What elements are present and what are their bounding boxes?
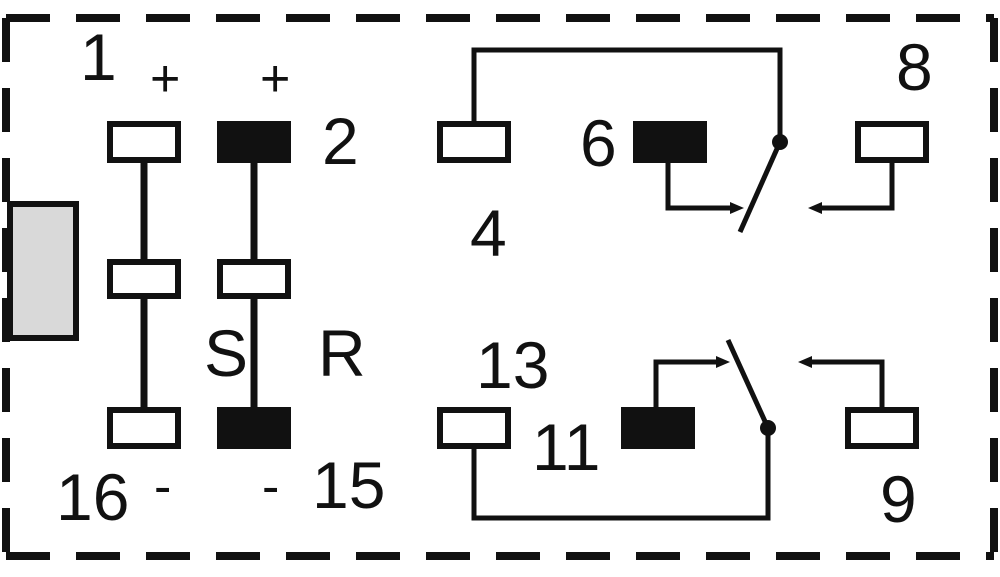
upper-switch-blade bbox=[737, 140, 783, 234]
lower-pivot-dot bbox=[760, 420, 776, 436]
plus-right-label: + bbox=[260, 50, 290, 108]
pin-15-pad bbox=[217, 407, 291, 449]
pin-1-pad bbox=[107, 121, 181, 163]
pin-9-label: 9 bbox=[880, 462, 917, 536]
upper-nc-wire bbox=[665, 160, 735, 211]
pin-1-label: 1 bbox=[80, 20, 117, 94]
upper-no-wire bbox=[815, 160, 895, 211]
pin-8-pad bbox=[855, 121, 929, 163]
plus-left-label: + bbox=[150, 50, 180, 108]
pin-6-pad bbox=[633, 121, 707, 163]
pin-4-pad bbox=[437, 121, 511, 163]
pin-11-label: 11 bbox=[532, 410, 601, 484]
coil-set-mid-pad bbox=[107, 259, 181, 299]
upper-pivot-dot bbox=[772, 134, 788, 150]
lower-switch bbox=[471, 338, 885, 521]
pin-9-pad bbox=[845, 407, 919, 449]
pin-13-pad bbox=[437, 407, 511, 449]
lower-nc-arrow bbox=[716, 356, 730, 368]
upper-no-arrow bbox=[808, 202, 822, 214]
upper-nc-arrow bbox=[730, 202, 744, 214]
pin-2-label: 2 bbox=[322, 104, 359, 178]
body-block bbox=[7, 201, 79, 341]
pin-13-label: 13 bbox=[476, 328, 549, 402]
minus-right-label: - bbox=[262, 458, 279, 516]
lower-switch-blade bbox=[725, 338, 771, 430]
pin-6-label: 6 bbox=[580, 106, 617, 180]
lower-no-arrow bbox=[798, 356, 812, 368]
package-outline bbox=[2, 14, 998, 560]
pin-8-label: 8 bbox=[896, 30, 933, 104]
lower-common-wire bbox=[471, 428, 771, 521]
pin-2-pad bbox=[217, 121, 291, 163]
pin-15-label: 15 bbox=[312, 448, 385, 522]
minus-left-label: - bbox=[154, 458, 171, 516]
reset-label: R bbox=[318, 316, 366, 390]
pin-4-label: 4 bbox=[470, 196, 507, 270]
coil-reset-mid-pad bbox=[217, 259, 291, 299]
pin-16-label: 16 bbox=[56, 460, 129, 534]
pin-11-pad bbox=[621, 407, 695, 449]
set-label: S bbox=[204, 316, 248, 390]
lower-no-wire bbox=[804, 359, 885, 410]
upper-common-wire bbox=[471, 47, 783, 142]
pin-16-pad bbox=[107, 407, 181, 449]
lower-nc-wire bbox=[653, 359, 722, 410]
upper-switch bbox=[471, 47, 895, 234]
